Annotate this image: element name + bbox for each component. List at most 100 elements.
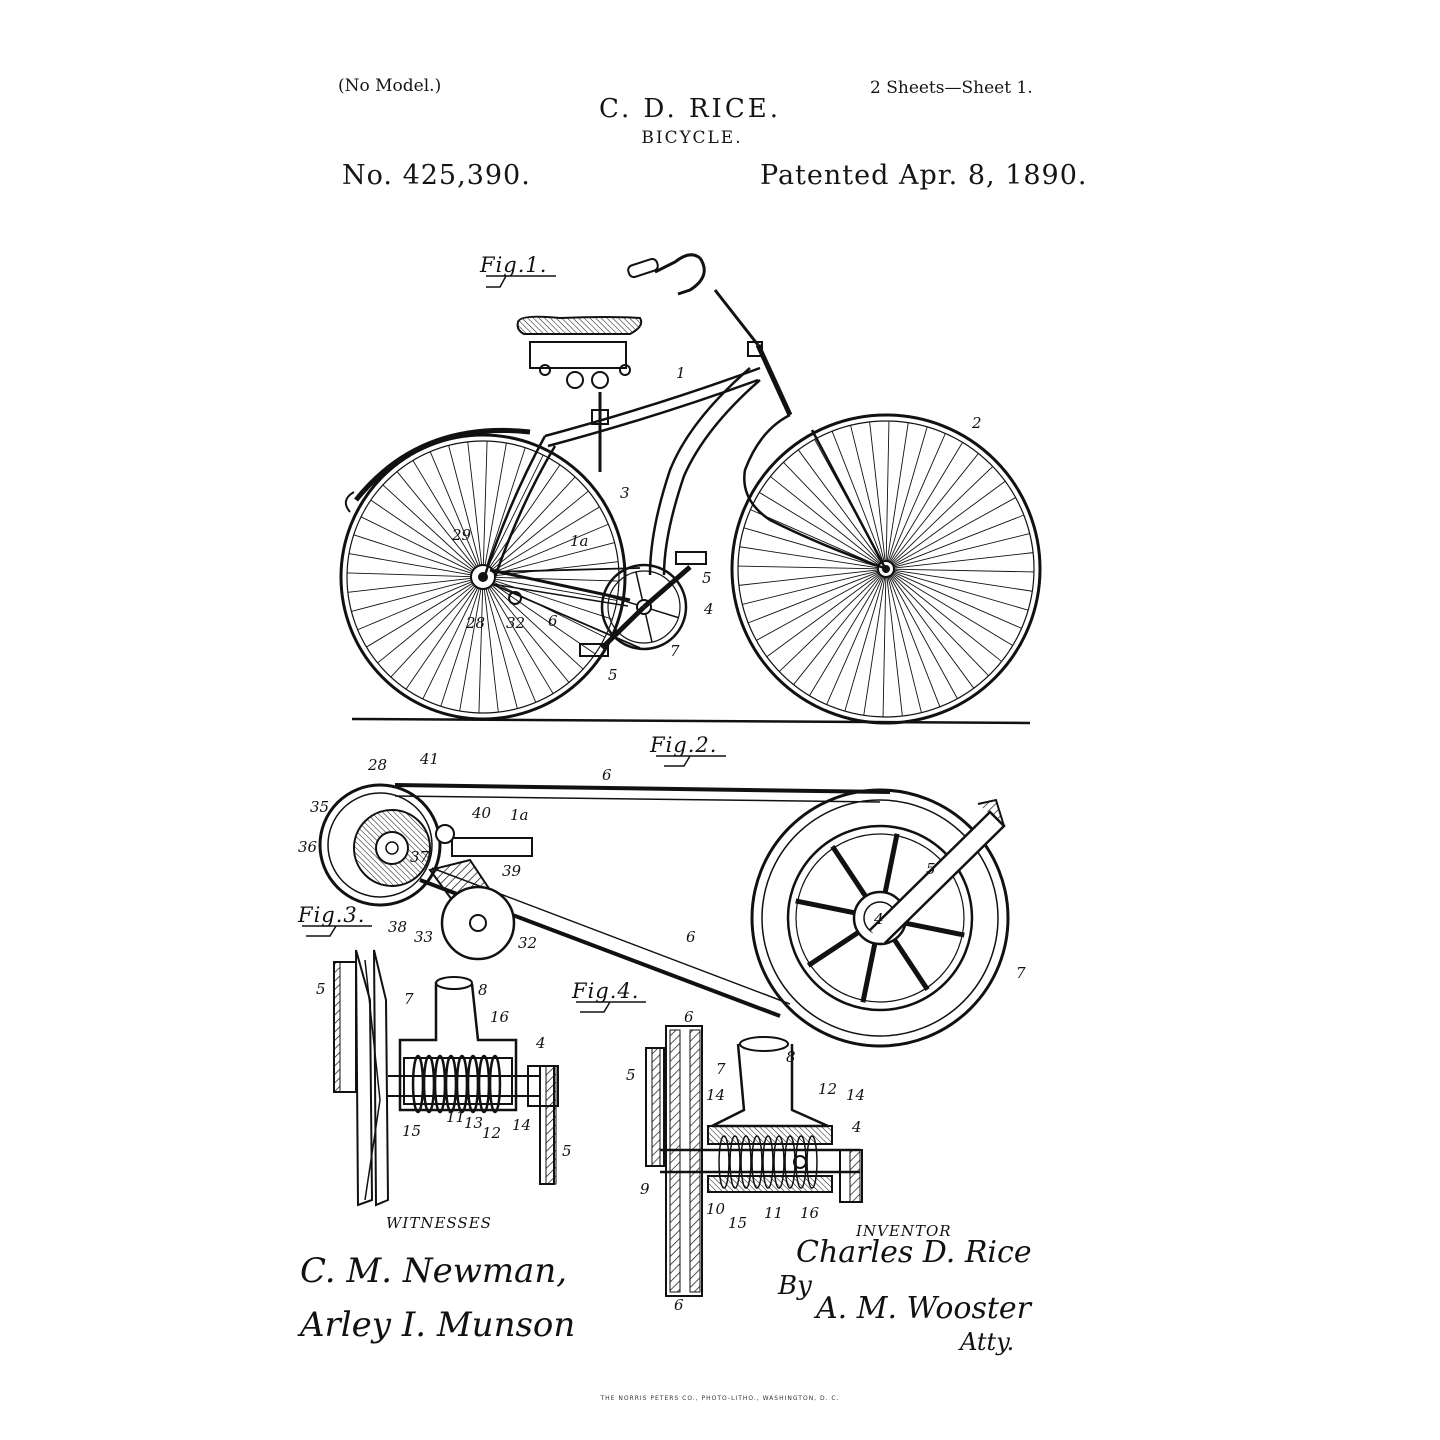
fig3-ref-pedal-left: 5 bbox=[316, 980, 326, 998]
spoke bbox=[882, 833, 900, 894]
figure-2: Fig.2. bbox=[298, 733, 1026, 1048]
inventor-block: INVENTOR Charles D. Rice By A. M. Wooste… bbox=[777, 1222, 1033, 1356]
witness-signature-2: Arley I. Munson bbox=[297, 1305, 575, 1345]
printer-credit: THE NORRIS PETERS CO., PHOTO-LITHO., WAS… bbox=[599, 1395, 839, 1402]
fig2-ref-lever: 38 bbox=[388, 918, 407, 936]
spoke bbox=[893, 552, 1034, 569]
fig3-label: Fig.3. bbox=[297, 903, 365, 927]
fig2-ref-stud: 33 bbox=[414, 928, 433, 946]
spoke bbox=[484, 442, 507, 566]
spoke bbox=[743, 527, 879, 568]
spoke bbox=[766, 573, 880, 658]
spoke bbox=[448, 445, 481, 566]
spoke bbox=[863, 576, 886, 716]
spoke bbox=[485, 588, 518, 709]
spoke bbox=[891, 573, 1002, 662]
witnesses-heading: WITNESSES bbox=[386, 1214, 492, 1232]
fig2-hub bbox=[318, 783, 533, 961]
spoke bbox=[887, 426, 928, 562]
spoke bbox=[742, 570, 879, 605]
spoke bbox=[891, 466, 994, 564]
spoke bbox=[793, 574, 882, 685]
fig1-ref-rear-fork: 3 bbox=[620, 484, 630, 502]
spring-coil bbox=[729, 1135, 741, 1189]
fig4-ref-post: 8 bbox=[786, 1048, 796, 1066]
spoke bbox=[797, 449, 882, 563]
fig2-pulley bbox=[750, 788, 1010, 1048]
spoke bbox=[869, 421, 886, 562]
spoke bbox=[892, 938, 930, 992]
spoke bbox=[750, 509, 879, 567]
spoke bbox=[494, 578, 618, 601]
spoke bbox=[888, 576, 941, 708]
figure-1: Fig.1. bbox=[339, 253, 1042, 725]
front-wheel bbox=[730, 413, 1042, 725]
spoke bbox=[739, 546, 879, 569]
fig4-ref-axle: 4 bbox=[851, 1118, 862, 1136]
saddle bbox=[516, 315, 643, 472]
spoke bbox=[488, 587, 554, 694]
spoke bbox=[885, 421, 890, 562]
fig1-ref-pulley: 7 bbox=[670, 642, 680, 660]
spoke bbox=[489, 464, 561, 568]
fig3-ref-collar-c: 13 bbox=[464, 1114, 483, 1132]
inventor-heading: INVENTOR bbox=[855, 1222, 952, 1240]
rear-mudguard bbox=[354, 427, 531, 502]
patent-date: Patented Apr. 8, 1890. bbox=[760, 160, 1088, 191]
fig2-ref-pulley: 7 bbox=[1016, 964, 1026, 982]
fig1-label: Fig.1. bbox=[479, 253, 547, 277]
spoke bbox=[795, 898, 856, 916]
spoke bbox=[467, 441, 483, 566]
fig4-ref-sleeve: 15 bbox=[728, 1214, 747, 1232]
spoke bbox=[482, 441, 488, 566]
spoke bbox=[494, 576, 619, 582]
spoke bbox=[351, 579, 472, 612]
spoke bbox=[882, 576, 887, 717]
fig2-ref-clip: 40 bbox=[471, 804, 492, 822]
spoke bbox=[738, 569, 879, 586]
spoke bbox=[377, 584, 474, 664]
spoke bbox=[494, 561, 619, 577]
spoke bbox=[493, 523, 609, 573]
spoke bbox=[490, 476, 576, 569]
fig1-ref-hub-lower: 28 bbox=[465, 614, 485, 632]
spring-coil bbox=[488, 1054, 502, 1114]
fig4-ref-pin: 11 bbox=[764, 1204, 783, 1222]
inventor-signature: Charles D. Rice bbox=[796, 1235, 1032, 1270]
spoke bbox=[891, 574, 989, 677]
spoke bbox=[893, 533, 1030, 568]
spoke bbox=[747, 571, 879, 624]
spoke bbox=[644, 613, 653, 643]
fig4-label: Fig.4. bbox=[571, 979, 639, 1003]
fig2-ref-inner: 36 bbox=[298, 838, 318, 856]
fig4-ref-spring: 16 bbox=[800, 1204, 820, 1222]
spoke bbox=[493, 506, 600, 572]
spoke bbox=[357, 581, 473, 631]
fig4-ref-ring: 10 bbox=[706, 1200, 726, 1218]
spoke bbox=[490, 586, 570, 683]
no-model-note: (No Model.) bbox=[338, 76, 442, 96]
spoke bbox=[886, 576, 903, 717]
bicycle-frame bbox=[483, 253, 886, 607]
fig4-ref-washer-left: 14 bbox=[706, 1086, 725, 1104]
spoke bbox=[422, 587, 479, 700]
spoke bbox=[478, 588, 484, 713]
fig1-ref-belt: 6 bbox=[548, 612, 558, 630]
fig3-ref-collar-e: 14 bbox=[512, 1116, 531, 1134]
spoke bbox=[886, 422, 909, 562]
spoke bbox=[890, 575, 975, 689]
fig1-ref-pedal-bottom: 5 bbox=[608, 666, 618, 684]
spoke bbox=[850, 425, 885, 562]
spoke bbox=[826, 576, 884, 705]
spoke bbox=[440, 588, 480, 707]
spoke bbox=[889, 575, 958, 699]
fig2-ref-hub: 28 bbox=[367, 756, 387, 774]
fig4-ref-belt-bottom: 6 bbox=[674, 1296, 684, 1314]
fig1-ref-crank-wheel: 4 bbox=[703, 600, 714, 618]
spoke bbox=[783, 461, 881, 564]
spoke bbox=[860, 942, 878, 1003]
spoke bbox=[492, 490, 589, 570]
spoke bbox=[348, 553, 472, 576]
inventor-header-name: C. D. RICE. bbox=[599, 94, 781, 124]
